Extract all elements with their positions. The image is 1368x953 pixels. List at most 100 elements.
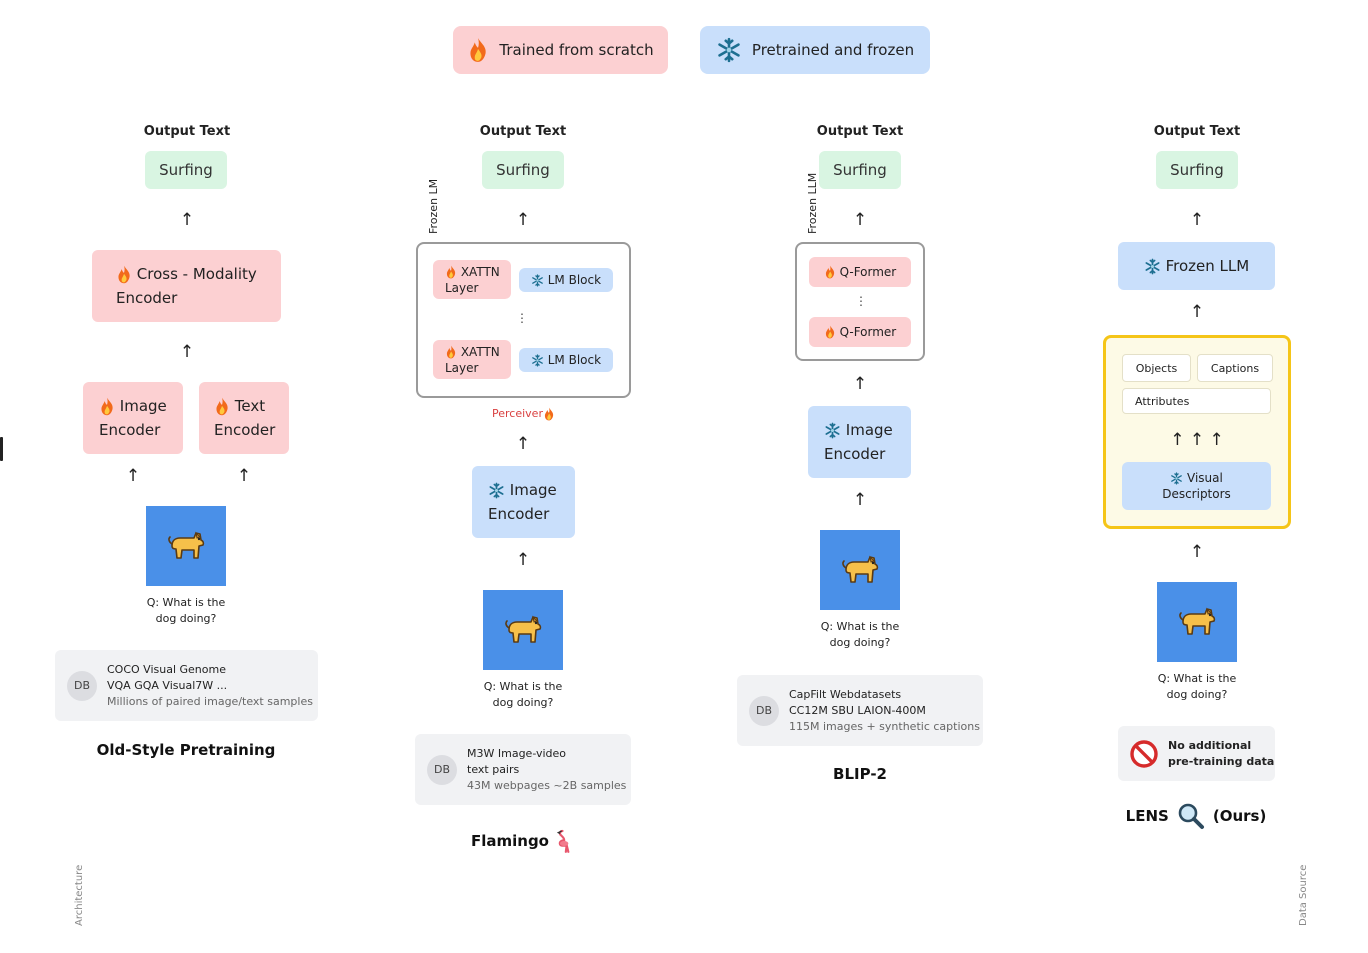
data-line1: M3W Image-video: [467, 746, 567, 760]
image-encoder-line2: Encoder: [99, 421, 161, 439]
data-line1: CapFilt Webdatasets: [789, 687, 902, 701]
blip-data-source-card: DB CapFilt Webdatasets CC12M SBU LAION-4…: [737, 675, 983, 746]
snowflake-icon: [1144, 258, 1161, 275]
dog-image: [483, 590, 563, 670]
output-surfing: Surfing: [145, 151, 227, 189]
data-line2: CC12M SBU LAION-400M: [789, 703, 926, 717]
data-line3: 115M images + synthetic captions: [789, 719, 980, 733]
blip2-title: BLIP-2: [833, 765, 887, 783]
blip-qformer-frame: [795, 242, 925, 361]
triple-arrow: ↑ ↑ ↑: [1170, 430, 1224, 450]
arrow-up: ↑: [125, 466, 141, 486]
q-former: Q-Former: [809, 317, 911, 347]
arrow-up: ↑: [179, 342, 195, 362]
edge-marker: [0, 437, 3, 461]
question-line1: Q: What is the: [146, 596, 226, 609]
lens-title-left: LENS: [1125, 807, 1169, 825]
flame-icon: [467, 37, 489, 63]
database-icon: DB: [427, 754, 457, 785]
snowflake-icon: [531, 354, 544, 367]
old-data-source-card: DB COCO Visual Genome VQA GQA Visual7W .…: [55, 650, 318, 721]
arrow-up: ↑: [852, 210, 868, 230]
frozen-llm-label: Frozen LLM: [1165, 257, 1250, 275]
question-line2: dog doing?: [492, 696, 554, 709]
lens-title-right: (Ours): [1212, 807, 1267, 825]
image-encoder-line2: Encoder: [824, 445, 886, 463]
legend-frozen-label: Pretrained and frozen: [751, 41, 915, 59]
snowflake-icon: [716, 37, 742, 63]
output-text-title: Output Text: [479, 124, 567, 139]
question-line1: Q: What is the: [483, 680, 563, 693]
old-image-encoder: Image Encoder: [83, 382, 183, 454]
lens-frozen-llm: Frozen LLM: [1118, 242, 1275, 290]
q-former-label: Q-Former: [839, 264, 897, 279]
data-line3: 43M webpages ~2B samples: [467, 778, 627, 792]
arrow-up: ↑: [1189, 542, 1205, 562]
data-line1: COCO Visual Genome: [107, 662, 226, 676]
legend-trained-label: Trained from scratch: [499, 41, 654, 59]
lm-block: LM Block: [519, 348, 613, 372]
flame-icon: [445, 265, 457, 279]
question-line2: dog doing?: [829, 636, 891, 649]
visual-line1: Visual: [1187, 471, 1223, 485]
flamingo-title: Flamingo: [448, 828, 598, 854]
data-source-label: Data Source: [1298, 864, 1309, 926]
database-icon: DB: [749, 695, 779, 726]
question-line2: dog doing?: [1166, 688, 1228, 701]
xattn-layer: XATTN Layer: [433, 340, 511, 379]
snowflake-icon: [824, 422, 841, 439]
output-text-title: Output Text: [1153, 124, 1241, 139]
arrow-up: ↑: [515, 434, 531, 454]
data-line2: VQA GQA Visual7W ...: [107, 678, 228, 692]
visual-descriptors: Visual Descriptors: [1122, 462, 1271, 510]
dog-icon: [503, 612, 543, 648]
flame-icon: [99, 397, 115, 416]
flame-icon: [445, 345, 457, 359]
arrow-up: ↑: [515, 210, 531, 230]
lm-block: LM Block: [519, 268, 613, 292]
question-line2: dog doing?: [155, 612, 217, 625]
no-entry-icon: [1130, 740, 1158, 768]
architecture-label: Architecture: [74, 864, 85, 926]
lm-block-label: LM Block: [547, 353, 602, 367]
output-surfing: Surfing: [1156, 151, 1238, 189]
old-text-encoder: Text Encoder: [199, 382, 289, 454]
flame-icon: [543, 407, 555, 421]
snowflake-icon: [531, 274, 544, 287]
no-data-line1: No additional: [1168, 738, 1252, 752]
output-text-title: Output Text: [143, 124, 231, 139]
flamingo-data-source-card: DB M3W Image-video text pairs 43M webpag…: [415, 734, 631, 805]
perceiver-label: Perceiver: [492, 407, 555, 421]
ellipsis: ⋮: [855, 294, 867, 308]
flamingo-lm-frame: [416, 242, 631, 398]
data-line2: text pairs: [467, 762, 520, 776]
flame-icon: [824, 325, 836, 339]
image-encoder-line1: Image: [509, 481, 557, 499]
dog-image: [146, 506, 226, 586]
lm-block-label: LM Block: [547, 273, 602, 287]
cross-encoder-line1: Cross - Modality: [136, 265, 257, 283]
flame-icon: [116, 265, 132, 284]
image-encoder-line1: Image: [119, 397, 167, 415]
old-style-title: Old-Style Pretraining: [96, 741, 276, 759]
xattn-layer: XATTN Layer: [433, 260, 511, 299]
output-text-title: Output Text: [816, 124, 904, 139]
lens-no-data-card: No additional pre-training data: [1118, 726, 1275, 781]
question-text: Q: What is the dog doing?: [1127, 671, 1267, 703]
arrow-up: ↑: [852, 374, 868, 394]
flame-icon: [824, 265, 836, 279]
dog-image: [1157, 582, 1237, 662]
q-former-label: Q-Former: [839, 324, 897, 339]
captions-tag: Captions: [1197, 354, 1273, 382]
cross-encoder-line2: Encoder: [116, 289, 178, 307]
legend-trained: Trained from scratch: [453, 26, 668, 74]
q-former: Q-Former: [809, 257, 911, 287]
legend-frozen: Pretrained and frozen: [700, 26, 930, 74]
magnifier-icon: [1177, 802, 1205, 830]
visual-line2: Descriptors: [1162, 487, 1231, 501]
dog-icon: [166, 528, 206, 564]
xattn-line2: Layer: [445, 360, 479, 375]
output-surfing: Surfing: [482, 151, 564, 189]
text-encoder-line2: Encoder: [214, 421, 276, 439]
blip-image-encoder: Image Encoder: [808, 406, 911, 478]
